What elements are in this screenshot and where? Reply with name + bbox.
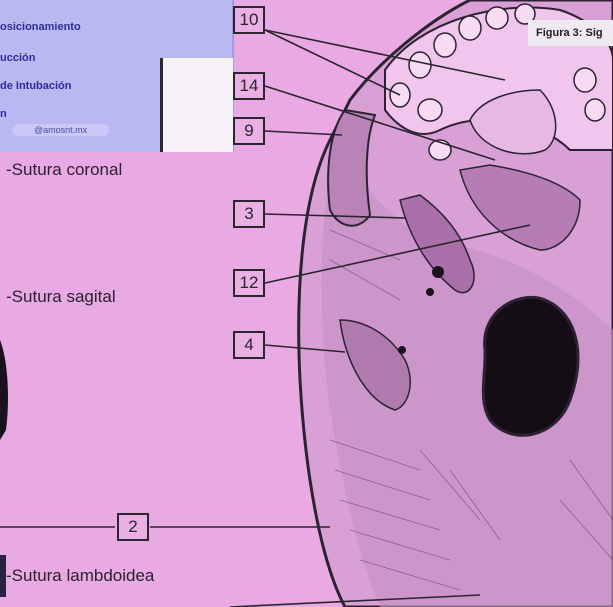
study-card: osicionamiento ucción de Intubación n @a…: [0, 0, 234, 152]
card-line-1: osicionamiento: [0, 21, 81, 33]
suture-sagittal-label: Sutura sagital: [12, 287, 116, 306]
suture-coronal: -Sutura coronal: [6, 160, 122, 180]
label-box-2: 2: [117, 513, 149, 541]
label-box-3: 3: [233, 200, 265, 228]
suture-coronal-label: Sutura coronal: [12, 160, 123, 179]
foramen-magnum: [483, 297, 578, 435]
label-box-12: 12: [233, 269, 265, 297]
suture-sagittal: -Sutura sagital: [6, 287, 116, 307]
label-box-4: 4: [233, 331, 265, 359]
card-line-3: de Intubación: [0, 80, 72, 92]
suture-lambdoid-label: Sutura lambdoidea: [12, 566, 155, 585]
spiral-notebook: [160, 58, 233, 152]
card-handle: @amosnt.mx: [12, 124, 109, 136]
figure-caption: Figura 3: Sig: [528, 20, 613, 46]
label-box-10: 10: [233, 6, 265, 34]
label-box-9: 9: [233, 117, 265, 145]
card-line-4: n: [0, 108, 7, 120]
card-line-2: ucción: [0, 52, 35, 64]
label-box-14: 14: [233, 72, 265, 100]
suture-lambdoid: -Sutura lambdoidea: [6, 566, 154, 586]
